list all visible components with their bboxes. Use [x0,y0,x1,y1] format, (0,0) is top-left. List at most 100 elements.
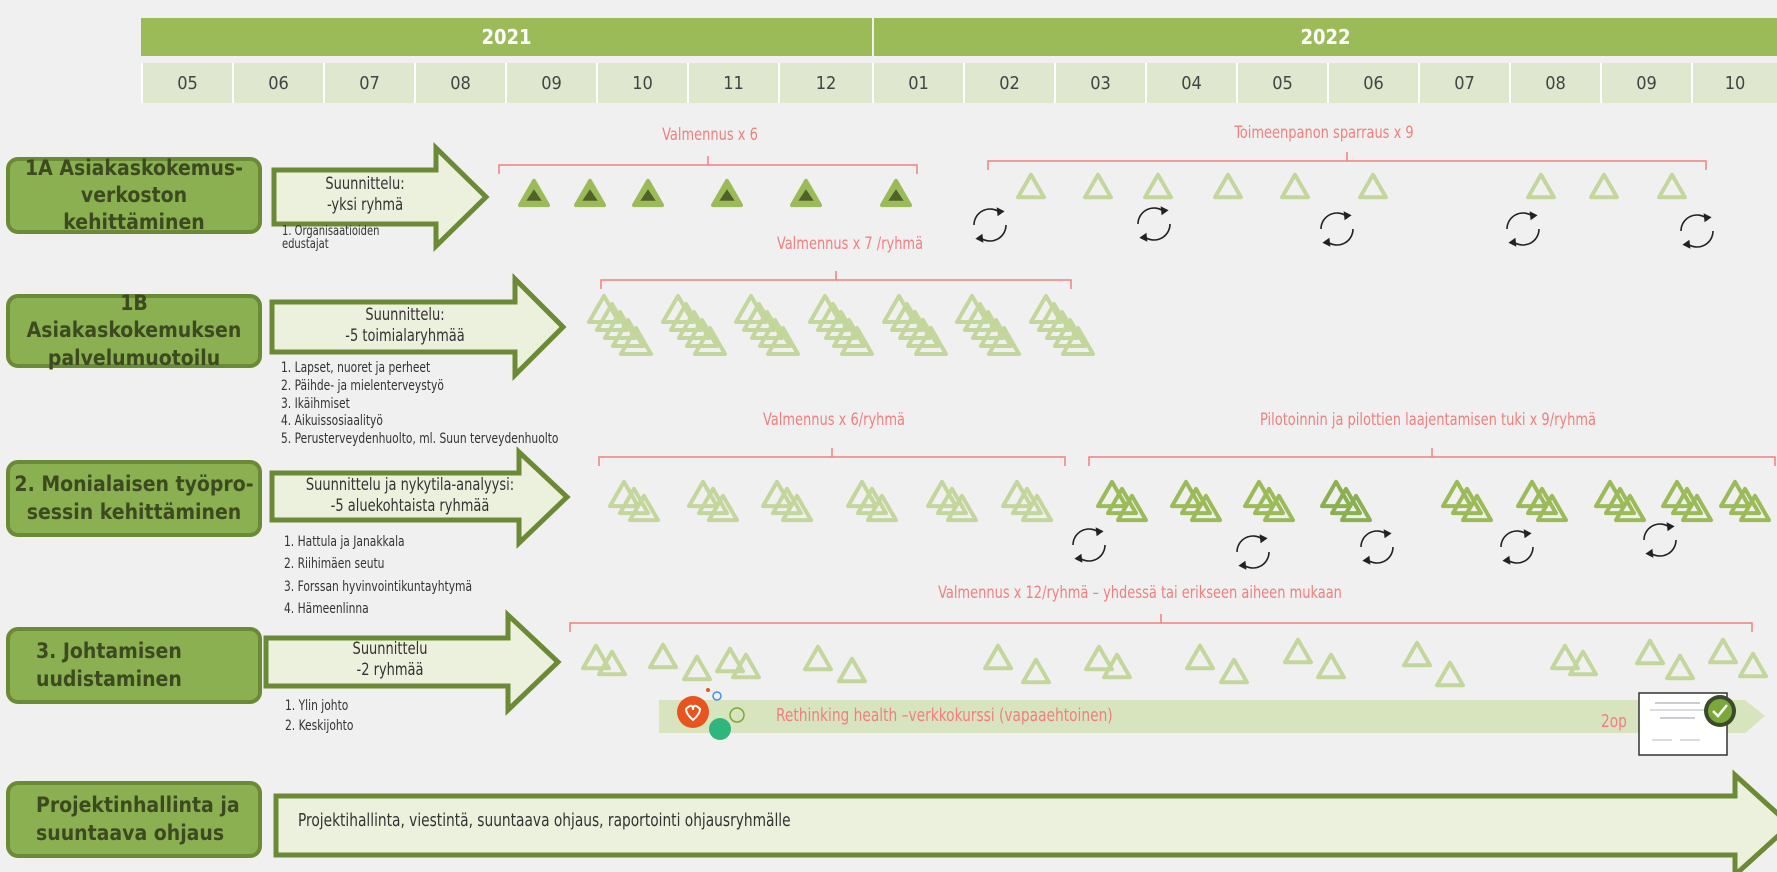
milestone-triangle [840,325,874,357]
milestone-triangle [866,493,898,523]
cycle-icon-arc [1506,546,1534,564]
milestone-triangle [1589,172,1619,200]
milestone-triangle [766,325,800,357]
planning-line1: Suunnittelu: [325,174,405,194]
group-item: 2. Päihde- ja mielenterveystyö [281,377,444,394]
month-cell: 05 [141,63,232,103]
milestone-triangle [1016,172,1046,200]
cycle-icon-arrowhead [1343,211,1352,221]
cycle-icon-arc [1072,528,1100,546]
cycle-icon-arc [1680,214,1708,232]
milestone-triangle [1263,493,1295,523]
milestone-triangle [661,293,695,325]
milestone-triangle [758,317,792,349]
milestone-triangle [1316,652,1346,680]
milestone-triangle [882,293,916,325]
cycle-icon-arc [973,208,1001,226]
milestone-triangle [715,646,745,674]
cycle-icon-arrowhead [1383,529,1392,539]
milestone-triangle [832,317,866,349]
month-cell: 07 [1418,63,1509,103]
milestone-triangle [1190,493,1222,523]
milestone-triangle-inner [719,189,735,201]
milestone-triangle [1708,637,1738,665]
milestone-triangle [914,325,948,357]
milestone-triangle [955,293,989,325]
cycle-icon-arrowhead [1362,555,1371,565]
planning-line1: Suunnittelu ja nykytila-analyysi: [305,475,515,495]
planning-line2: -5 toimialaryhmää [345,326,465,347]
milestone-triangle [1526,172,1556,200]
lane-label-1a: 1A Asiakaskokemus-verkoston kehittäminen [6,156,262,234]
planning-arrow [269,446,571,549]
group-item: 1. Lapset, nuoret ja perheet [281,360,431,376]
group-item: 1. Hattula ja Janakkala [284,534,405,550]
bracket-label: Toimeenpanon sparraus x 9 [1234,123,1414,143]
cycle-icon-arrowhead [1703,213,1712,223]
planning-arrow [263,609,562,716]
planning-text: Suunnittelu: -yksi ryhmä [301,174,429,217]
cycle-icon-arrowhead [1238,560,1247,570]
milestone-triangle [1084,644,1114,672]
month-cell: 05 [1236,63,1327,103]
milestone-triangle [734,293,768,325]
milestone-triangle [1053,317,1087,349]
milestone-triangle-inner [888,189,904,201]
milestone-triangle [1037,301,1071,333]
cycle-icon-arc [1649,539,1677,557]
cycle-icon-arc [1366,546,1394,564]
cycle-icon-arc [1512,228,1540,246]
milestone-triangle [693,325,727,357]
cycle-icon-arrowhead [1666,522,1675,532]
month-cell: 02 [963,63,1054,103]
bracket [600,271,1072,289]
milestone-triangle [1219,657,1249,685]
month-cell: 06 [1327,63,1418,103]
milestone-triangle [971,309,1005,341]
milestone-triangle [987,325,1021,357]
milestone-triangle [742,301,776,333]
month-cell: 11 [687,63,778,103]
group-item: edustajat [282,237,329,252]
cycle-icon-arc [1320,212,1348,230]
group-item: 2. Keskijohto [285,718,354,735]
bracket [498,156,918,174]
course-bar [659,700,1765,733]
cycle-icon-arc [1236,535,1264,553]
milestone-triangle [1061,325,1095,357]
milestone-triangle [1665,653,1695,681]
group-item: 3. Forssan hyvinvointikuntayhtymä [284,578,473,595]
group-item: 1. Organisaatioiden [282,224,380,239]
milestone-triangle [750,309,784,341]
planning-text: Suunnittelu -2 ryhmää [314,639,467,682]
project-arrow [273,769,1777,872]
bracket [1088,448,1776,466]
month-cell: 01 [872,63,963,103]
milestone-triangle [1083,172,1113,200]
planning-line2: -2 ryhmää [356,660,424,681]
milestone-triangle [1185,643,1215,671]
cycle-icon-arc [1506,212,1534,230]
group-item: 5. Perusterveydenhuolto, ml. Suun tervey… [281,431,559,448]
bracket [987,152,1707,170]
group-list: 1. Hattula ja Janakkala 2. Riihimäen seu… [284,531,472,621]
cycle-icon-arrowhead [1502,555,1511,565]
milestone-triangle [677,309,711,341]
milestone-triangle [816,301,850,333]
milestone-triangle [619,325,653,357]
group-item: 3. Ikäihmiset [281,395,350,412]
cycle-icon-arc [1643,523,1671,541]
milestone-triangle [731,652,761,680]
milestone-triangle [824,309,858,341]
milestone-triangle-inner [640,189,656,201]
milestone-triangle [1102,652,1132,680]
cycle-icon-arc [1143,223,1171,241]
bracket-label: Valmennus x 6 [662,125,758,145]
cycle-icon-arc [1078,544,1106,562]
planning-line2: -yksi ryhmä [326,195,404,216]
milestone-triangle [983,643,1013,671]
bracket-label: Valmennus x 7 /ryhmä [776,234,924,254]
milestone-triangle [587,293,621,325]
lane-title-line2: uudistaminen [36,666,182,691]
